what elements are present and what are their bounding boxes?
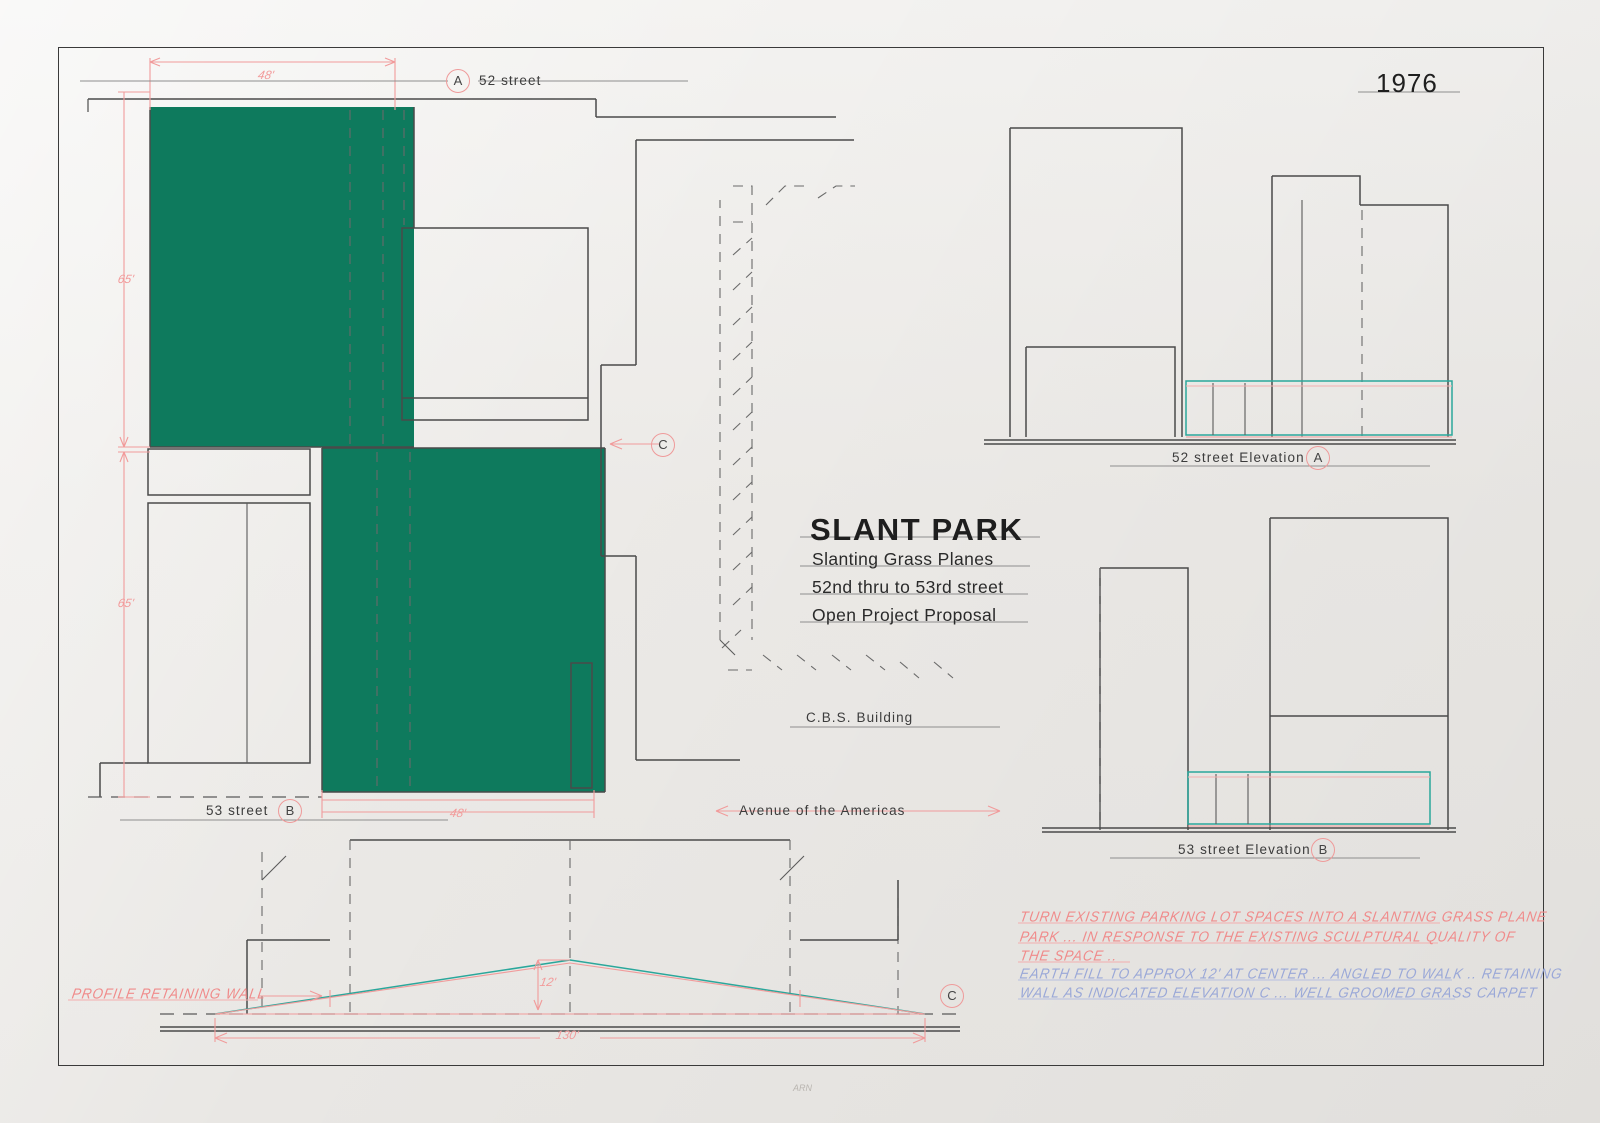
dimension-top-width: 48' (256, 68, 275, 82)
subtitle-line-1: Slanting Grass Planes (812, 549, 994, 569)
dimension-bottom-width: 48' (448, 806, 467, 820)
label-avenue-of-americas: Avenue of the Americas (739, 803, 906, 818)
dimension-left-upper: 65' (116, 272, 135, 286)
marker-a-elevation: A (1306, 446, 1330, 470)
dimension-profile-length: 130' (554, 1028, 580, 1042)
annotation-red-line-2: PARK ... IN RESPONSE TO THE EXISTING SCU… (1018, 928, 1517, 945)
annotation-red-line-1: TURN EXISTING PARKING LOT SPACES INTO A … (1018, 908, 1549, 925)
section-marker-c-plan: C (651, 433, 675, 457)
label-52-street: 52 street (479, 73, 542, 88)
annotation-red-line-3: THE SPACE .. (1018, 947, 1119, 964)
sheet-border (58, 47, 1544, 1066)
dimension-profile-height: 12' (538, 975, 557, 989)
sheet-signature: ARN (793, 1083, 813, 1093)
sheet-year: 1976 (1376, 68, 1438, 98)
section-marker-c-profile: C (940, 984, 964, 1008)
dimension-left-lower: 65' (116, 596, 135, 610)
caption-elevation-a: 52 street Elevation (1172, 450, 1305, 465)
subtitle-line-3: Open Project Proposal (812, 605, 997, 625)
label-cbs-building: C.B.S. Building (806, 710, 914, 725)
annotation-profile-retaining-wall: PROFILE RETAINING WALL (70, 985, 268, 1002)
marker-a-plan-top: A (446, 69, 470, 93)
page-title: SLANT PARK (810, 512, 1024, 547)
subtitle-line-2: 52nd thru to 53rd street (812, 577, 1004, 597)
annotation-blue-line-2: WALL AS INDICATED ELEVATION C ... WELL G… (1018, 984, 1539, 1001)
marker-b-elevation: B (1311, 838, 1335, 862)
marker-b-plan-bottom: B (278, 799, 302, 823)
annotation-blue-line-1: EARTH FILL TO APPROX 12' AT CENTER ... A… (1018, 965, 1564, 982)
label-53-street: 53 street (206, 803, 269, 818)
caption-elevation-b: 53 street Elevation (1178, 842, 1311, 857)
